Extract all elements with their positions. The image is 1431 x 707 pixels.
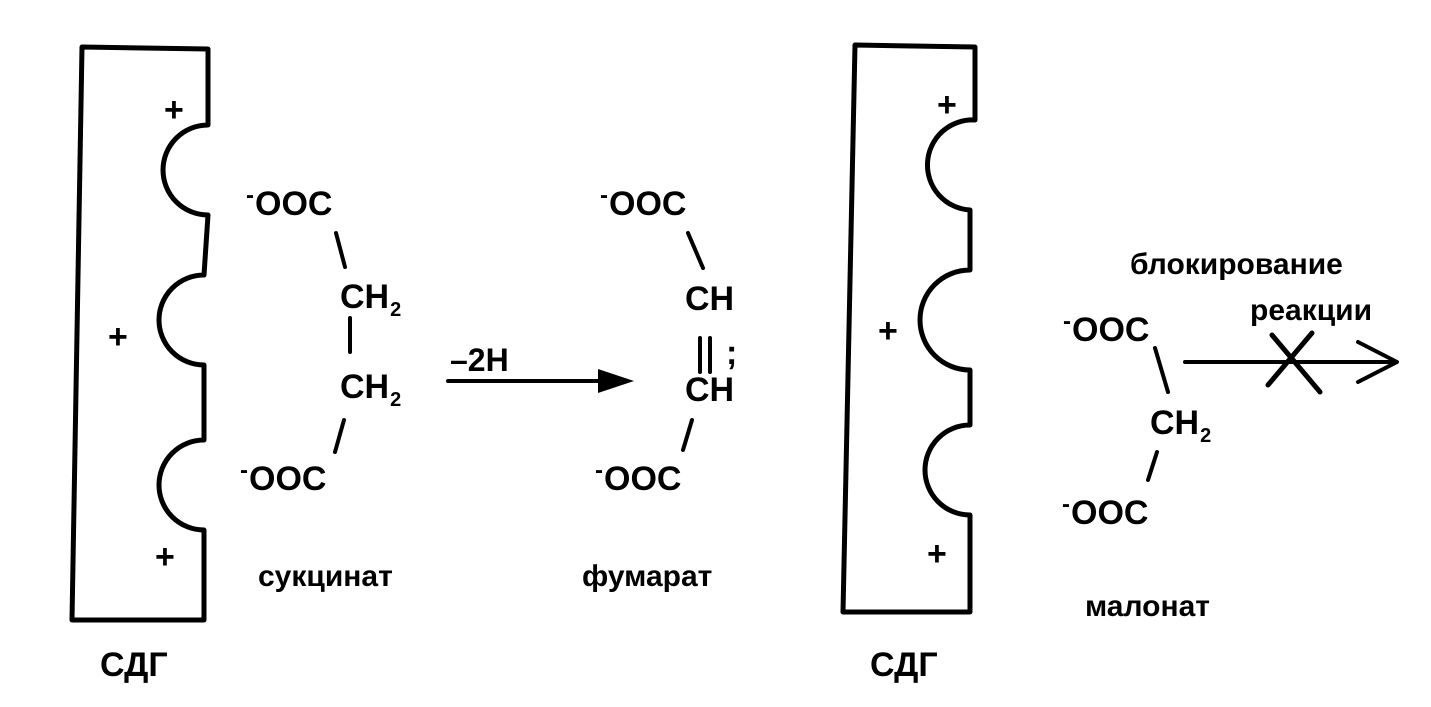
succinate-bottom-group: -OOC: [240, 457, 327, 498]
fumarate-bottom-group: -OOC: [595, 457, 682, 498]
fumarate-ch-bottom: CH: [685, 371, 735, 409]
succinate-ch2-bottom: CH2: [340, 368, 402, 411]
enzyme-right-label: СДГ: [870, 646, 938, 684]
fumarate-ch-top: CH: [685, 280, 735, 318]
enzyme-right-outline: [840, 42, 978, 615]
enzyme-right-plus-top: +: [937, 86, 957, 124]
enzyme-right-plus-bottom: +: [927, 535, 947, 573]
enzyme-left-plus-bottom: +: [155, 538, 175, 576]
malonate-name: малонат: [1085, 590, 1210, 623]
enzyme-right-plus-middle: +: [878, 312, 898, 350]
malonate-ch2: CH2: [1150, 404, 1212, 447]
fumarate-bond-1: [686, 231, 705, 270]
malonate-bottom-group: -OOC: [1062, 491, 1149, 532]
malonate-bond-1: [1153, 346, 1170, 394]
block-label-line2: реакции: [1250, 294, 1373, 327]
malonate-bond-2: [1146, 450, 1159, 482]
fumarate-bond-3: [681, 418, 694, 452]
blocked-arrow: [1183, 340, 1399, 384]
block-label-line1: блокирование: [1130, 248, 1343, 281]
fumarate-top-group: -OOC: [600, 182, 687, 223]
succinate-bond-1: [334, 231, 347, 269]
block-cross-icon: [1265, 330, 1323, 395]
enzyme-left-plus-middle: +: [108, 318, 128, 356]
enzyme-left-outline: [69, 44, 211, 623]
malonate-top-group: -OOC: [1063, 308, 1150, 349]
fumarate-name: фумарат: [582, 560, 713, 593]
succinate-top-group: -OOC: [246, 182, 333, 223]
fumarate-separator: ;: [726, 334, 738, 372]
reaction-label: –2H: [450, 342, 509, 378]
succinate-ch2-top: CH2: [340, 278, 402, 321]
succinate-bond-3: [333, 418, 346, 454]
reaction-arrow: [446, 369, 634, 393]
succinate-name: сукцинат: [258, 560, 393, 593]
enzyme-left-label: СДГ: [100, 646, 168, 684]
enzyme-left-plus-top: +: [164, 91, 184, 129]
